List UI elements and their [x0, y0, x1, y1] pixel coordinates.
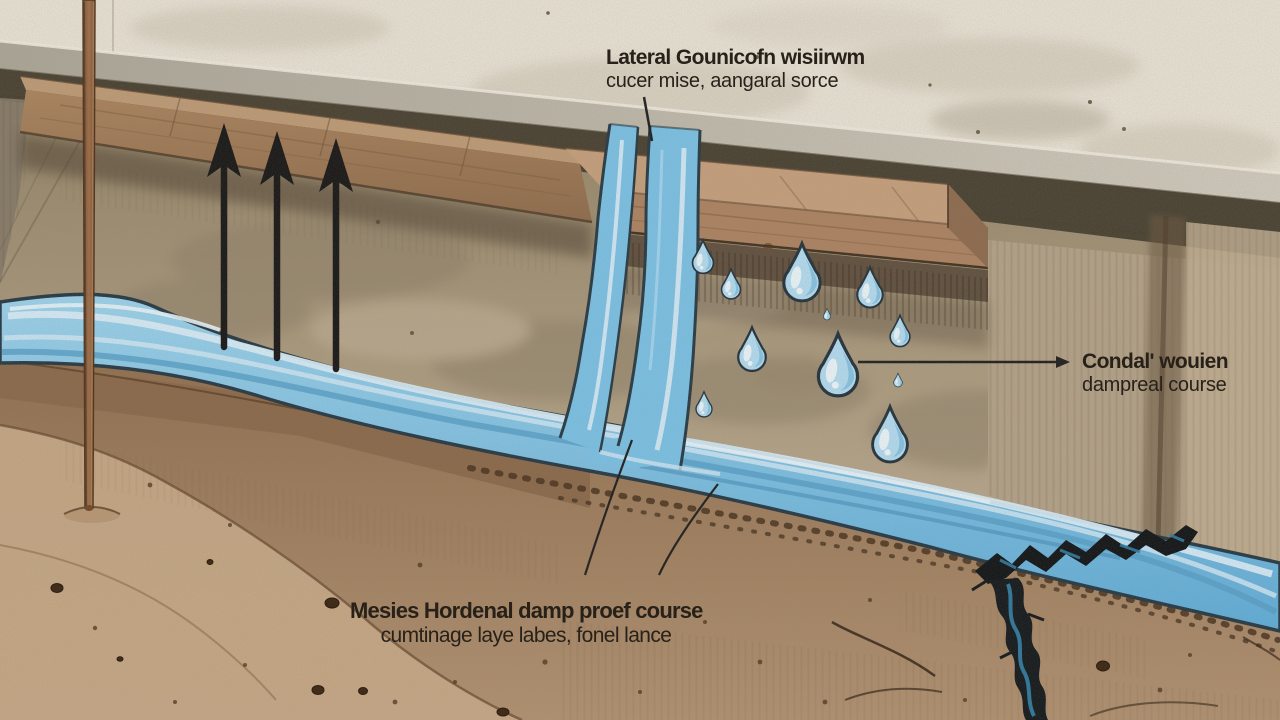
label-horizontal-damp-proof-course: Mesies Hordenal damp proef course cumtin…	[350, 598, 703, 648]
label-top-line1: Lateral Gounicofn wisiirwm	[606, 46, 865, 69]
label-right-line1: Condal' wouien	[1082, 350, 1229, 373]
label-bottom-line1: Mesies Hordenal damp proef course	[350, 598, 703, 623]
label-lateral-ground-water: Lateral Gounicofn wisiirwm cucer mise, a…	[606, 46, 865, 94]
label-top-line2: cucer mise, aangaral sorce	[606, 70, 839, 93]
label-right-line2: dampreal course	[1082, 374, 1227, 397]
label-damp-course: Condal' wouien dampreal course	[1082, 350, 1229, 398]
label-bottom-line2: cumtinage laye labes, fonel lance	[380, 623, 672, 647]
